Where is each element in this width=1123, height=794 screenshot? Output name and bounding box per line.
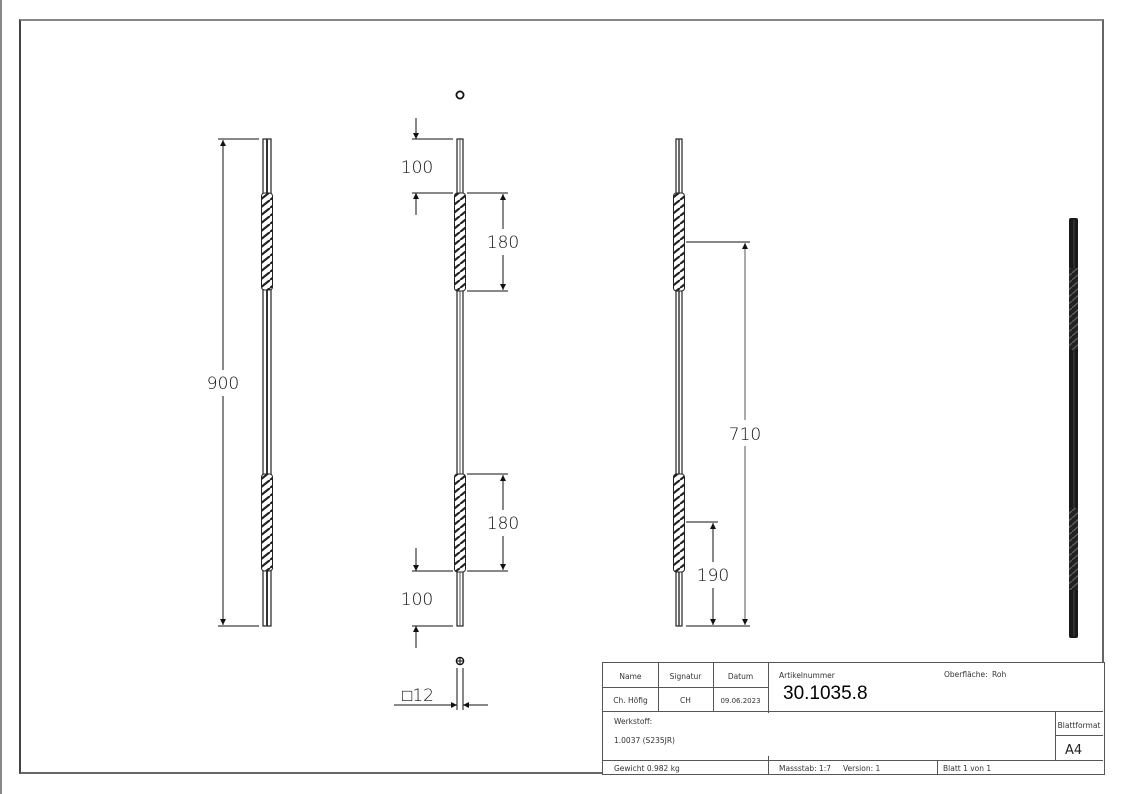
article-label: Artikelnummer [779, 671, 835, 680]
sheet-outer-edge [0, 0, 2, 794]
version: Version: 1 [843, 764, 881, 773]
surface-value: Roh [992, 670, 1007, 679]
scale: Massstab: 1:7 [779, 764, 832, 773]
signature-value: CH [680, 696, 691, 705]
name-header: Name [619, 672, 642, 681]
dimension-twist-spacing: 710 [729, 425, 761, 445]
dimension-top-offset: 100 [401, 158, 433, 178]
drawing-frame [19, 19, 1104, 774]
signature-header: Signatur [669, 672, 702, 681]
sheet-number: Blatt 1 von 1 [943, 764, 992, 773]
dimension-section-size: □12 [402, 686, 434, 706]
surface-label: Oberfläche: [944, 670, 988, 679]
material-label: Werkstoff: [614, 717, 653, 726]
title-block: Name Signatur Datum Ch. Höfig CH 09.06.2… [602, 662, 1105, 775]
center-mark-icon [455, 90, 465, 100]
right-view: 710 190 [673, 138, 761, 627]
dimension-upper-twist: 180 [487, 233, 519, 253]
sheet-format-value: A4 [1065, 743, 1083, 758]
dimension-lower-twist-position: 190 [697, 566, 729, 586]
side-view: 100 180 180 100 □12 [394, 90, 519, 710]
material-value: 1.0037 (S235JR) [614, 736, 675, 745]
name-value: Ch. Höfig [613, 696, 648, 705]
date-value: 09.06.2023 [720, 697, 761, 705]
weight: Gewicht 0.982 kg [614, 764, 680, 773]
dimension-bottom-offset: 100 [401, 590, 433, 610]
article-number: 30.1035.8 [783, 683, 868, 704]
dimension-overall-length: 900 [207, 374, 239, 394]
isometric-view [1069, 218, 1078, 638]
front-view: 900 [207, 138, 273, 627]
date-header: Datum [727, 672, 754, 681]
dimension-lower-twist: 180 [487, 514, 519, 534]
sheet-format-label: Blattformat [1057, 721, 1101, 730]
